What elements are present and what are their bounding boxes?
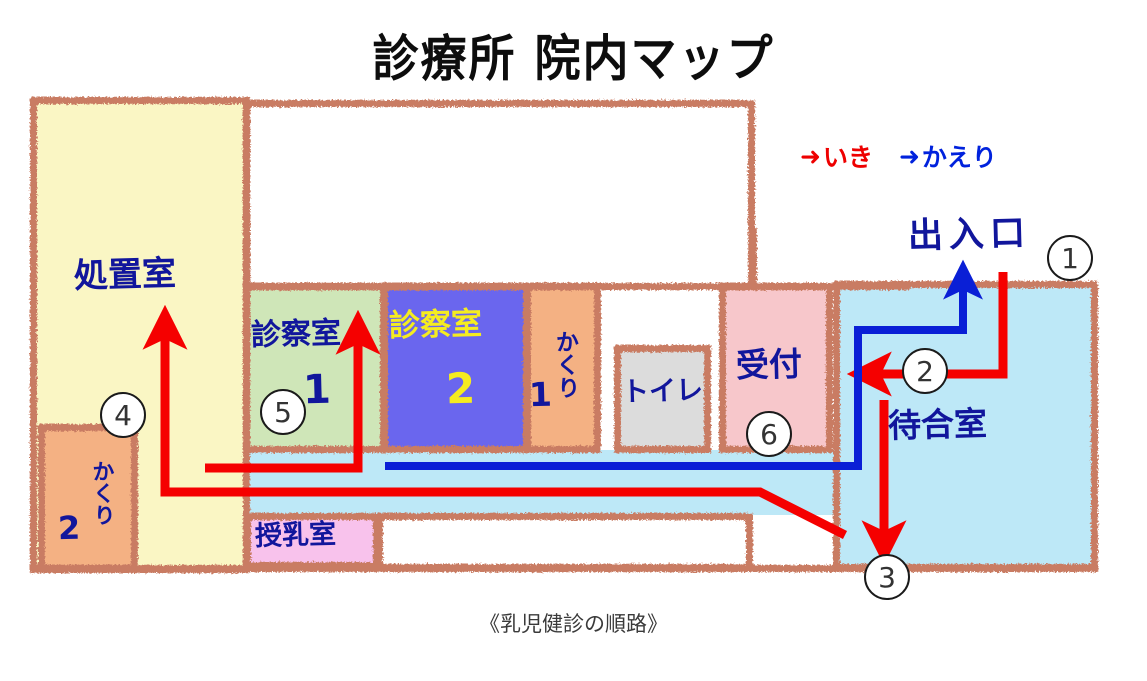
room-fill-isolation2 bbox=[42, 428, 134, 568]
legend-go-label: いき bbox=[822, 143, 873, 172]
entrance-label: 出入口 bbox=[907, 213, 1032, 257]
room-label-toilet: トイレ bbox=[621, 374, 704, 409]
wall-bottom-center-room bbox=[376, 513, 753, 571]
room-label-isolation1-number: 1 bbox=[528, 374, 553, 415]
wall-top-center-room bbox=[243, 100, 755, 290]
wall-isolation2 bbox=[38, 424, 138, 572]
map-caption: 《乳児健診の順路》 bbox=[479, 612, 668, 636]
room-label-waiting: 待合室 bbox=[887, 403, 988, 446]
room-label-reception: 受付 bbox=[735, 344, 803, 385]
legend-item-back: ➜ かえり bbox=[899, 138, 997, 174]
route-number-1: 1 bbox=[1047, 235, 1093, 281]
room-label-isolation1: かくり bbox=[551, 329, 579, 400]
room-label-isolation2: かくり bbox=[88, 459, 115, 527]
room-label-exam1: 診察室 bbox=[250, 315, 342, 354]
legend-back-label: かえり bbox=[921, 143, 997, 172]
red-arrow-icon: ➜ bbox=[800, 141, 821, 171]
room-label-exam2-number: 2 bbox=[445, 363, 476, 414]
route-number-6: 6 bbox=[746, 411, 792, 457]
room-label-treatment: 処置室 bbox=[73, 253, 177, 297]
legend: ➜ いき ➜ かえり bbox=[800, 138, 997, 174]
route-number-5: 5 bbox=[260, 389, 306, 435]
room-label-exam2: 診察室 bbox=[388, 305, 483, 345]
room-label-nursing: 授乳室 bbox=[254, 518, 337, 553]
route-number-4: 4 bbox=[100, 392, 146, 438]
room-label-isolation2-number: 2 bbox=[57, 508, 81, 548]
corridor-fill bbox=[240, 450, 840, 515]
room-label-exam1-number: 1 bbox=[302, 366, 332, 414]
route-number-3: 3 bbox=[864, 554, 910, 600]
blue-arrow-icon: ➜ bbox=[898, 141, 920, 171]
route-number-2: 2 bbox=[902, 348, 948, 394]
legend-item-go: ➜ いき bbox=[800, 138, 873, 174]
page-title: 診療所 院内マップ bbox=[372, 29, 775, 88]
wall-corridor-bottom bbox=[30, 565, 1098, 574]
